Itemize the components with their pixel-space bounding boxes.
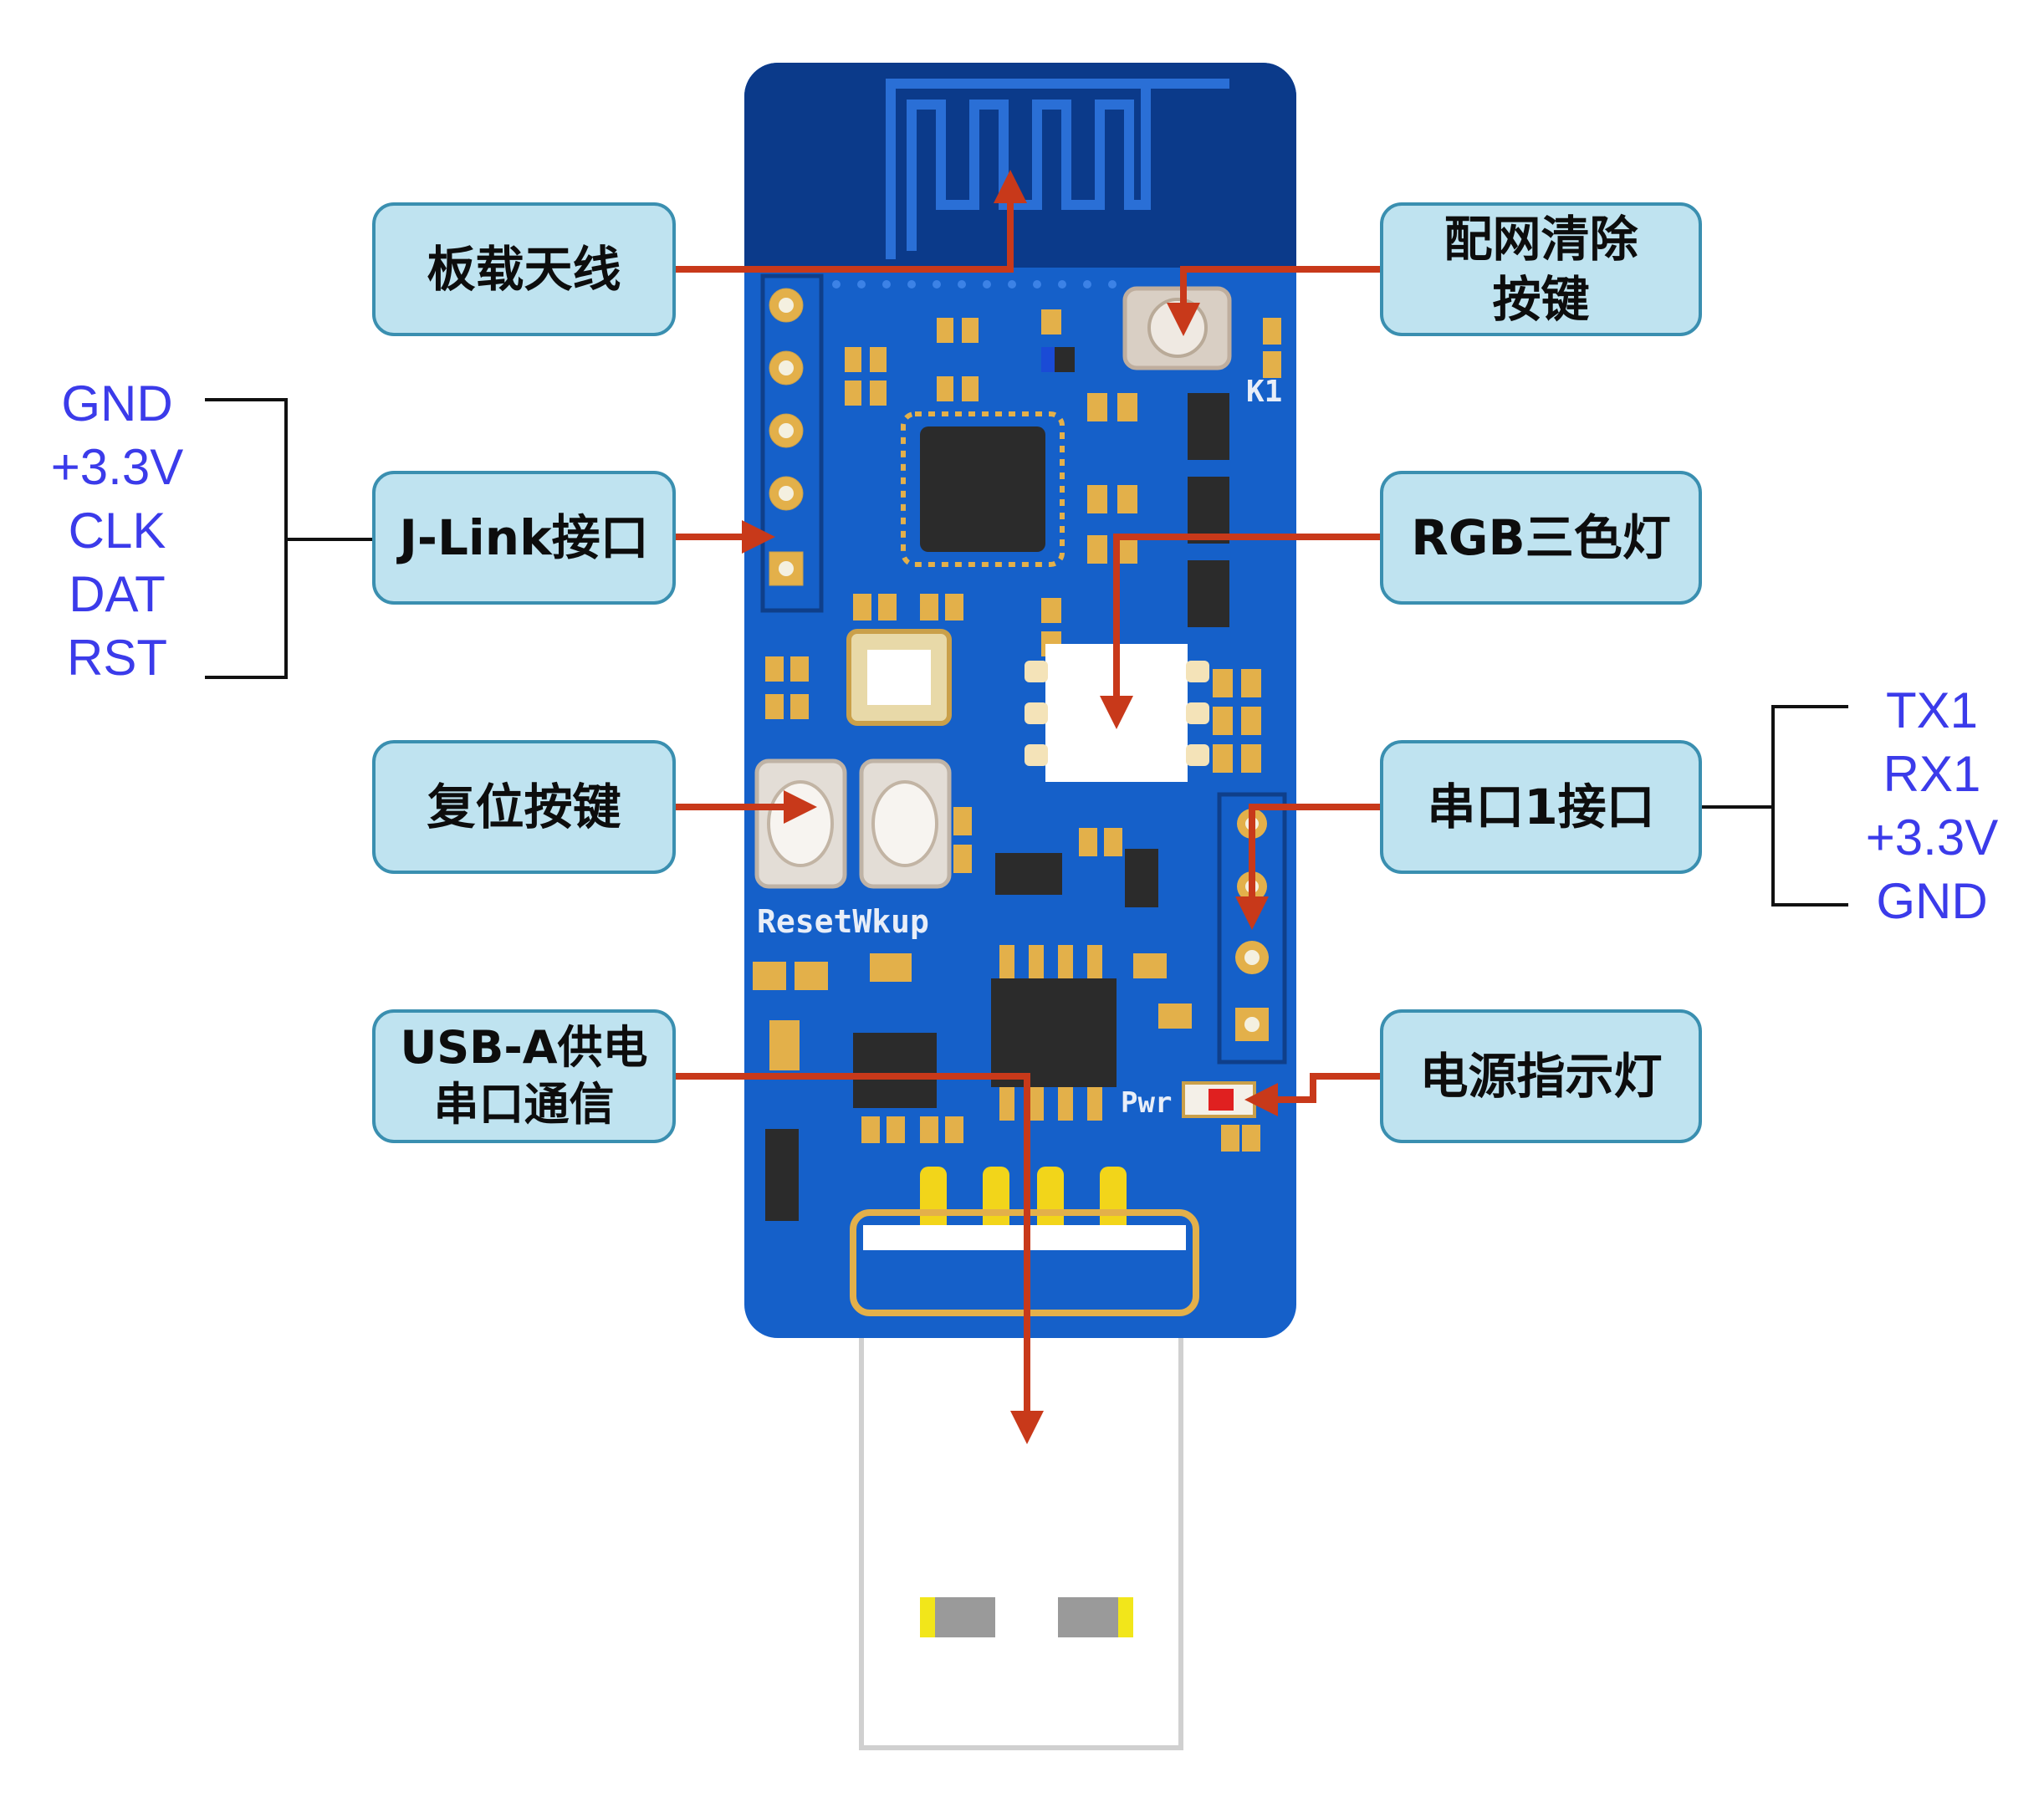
uart1-pin-rx1: RX1	[1883, 746, 1981, 802]
jlink-pin-3v3: +3.3V	[50, 439, 184, 495]
arrow-uart1-port	[1235, 804, 1380, 930]
callout-reset-key-line-1: 复位按键	[427, 779, 621, 835]
jlink-pin-gnd: GND	[61, 375, 173, 432]
uart1-pin-list: TX1 RX1 +3.3V GND	[1844, 679, 2020, 933]
bracket-uart1	[1771, 705, 1848, 906]
jlink-pin-dat: DAT	[69, 566, 166, 622]
arrow-power-led	[1244, 1073, 1380, 1116]
callout-jlink-port: J-Link接口	[372, 471, 676, 605]
callout-power-led-line-1: 电源指示灯	[1419, 1048, 1663, 1105]
callout-jlink-port-line-1: J-Link接口	[399, 509, 649, 566]
pin-brackets	[205, 398, 1848, 906]
callout-antenna: 板载天线	[372, 202, 676, 336]
callout-config-clear-key-line-2: 按键	[1492, 271, 1590, 328]
callout-antenna-line-1: 板载天线	[427, 241, 621, 298]
callout-uart1-port-line-1: 串口1接口	[1427, 779, 1655, 835]
callout-reset-key: 复位按键	[372, 740, 676, 874]
callout-rgb-led: RGB三色灯	[1380, 471, 1702, 605]
arrow-antenna	[676, 170, 1027, 273]
silk-reset-wkup: ResetWkup	[757, 903, 929, 940]
callout-arrows	[676, 170, 1380, 1444]
uart1-pin-tx1: TX1	[1885, 682, 1979, 738]
antenna-trace	[886, 79, 1229, 259]
jlink-pin-clk: CLK	[68, 503, 166, 559]
arrow-config-clear-key	[1167, 266, 1380, 336]
callout-usb-power-line-2: 串口通信	[433, 1078, 615, 1131]
jlink-pin-rst: RST	[67, 630, 167, 686]
jlink-pin-list: GND +3.3V CLK DAT RST	[33, 372, 201, 690]
bracket-jlink	[205, 398, 288, 679]
silk-k1: K1	[1246, 375, 1282, 409]
silk-pwr: Pwr	[1121, 1086, 1172, 1120]
callout-config-clear-key: 配网清除 按键	[1380, 202, 1702, 336]
callout-usb-power-line-1: USB-A供电	[400, 1021, 648, 1074]
callout-uart1-port: 串口1接口	[1380, 740, 1702, 874]
pcb-board: K1 ResetWkup Pwr	[744, 63, 1296, 1338]
callout-config-clear-key-line-1: 配网清除	[1444, 211, 1638, 268]
uart1-pin-gnd: GND	[1876, 873, 1988, 929]
callout-usb-power: USB-A供电 串口通信	[372, 1009, 676, 1143]
uart1-pin-3v3: +3.3V	[1865, 809, 1999, 866]
arrow-usb-power	[676, 1073, 1044, 1444]
arrow-rgb-led	[1100, 534, 1380, 729]
callout-power-led: 电源指示灯	[1380, 1009, 1702, 1143]
callout-rgb-led-line-1: RGB三色灯	[1411, 509, 1671, 566]
